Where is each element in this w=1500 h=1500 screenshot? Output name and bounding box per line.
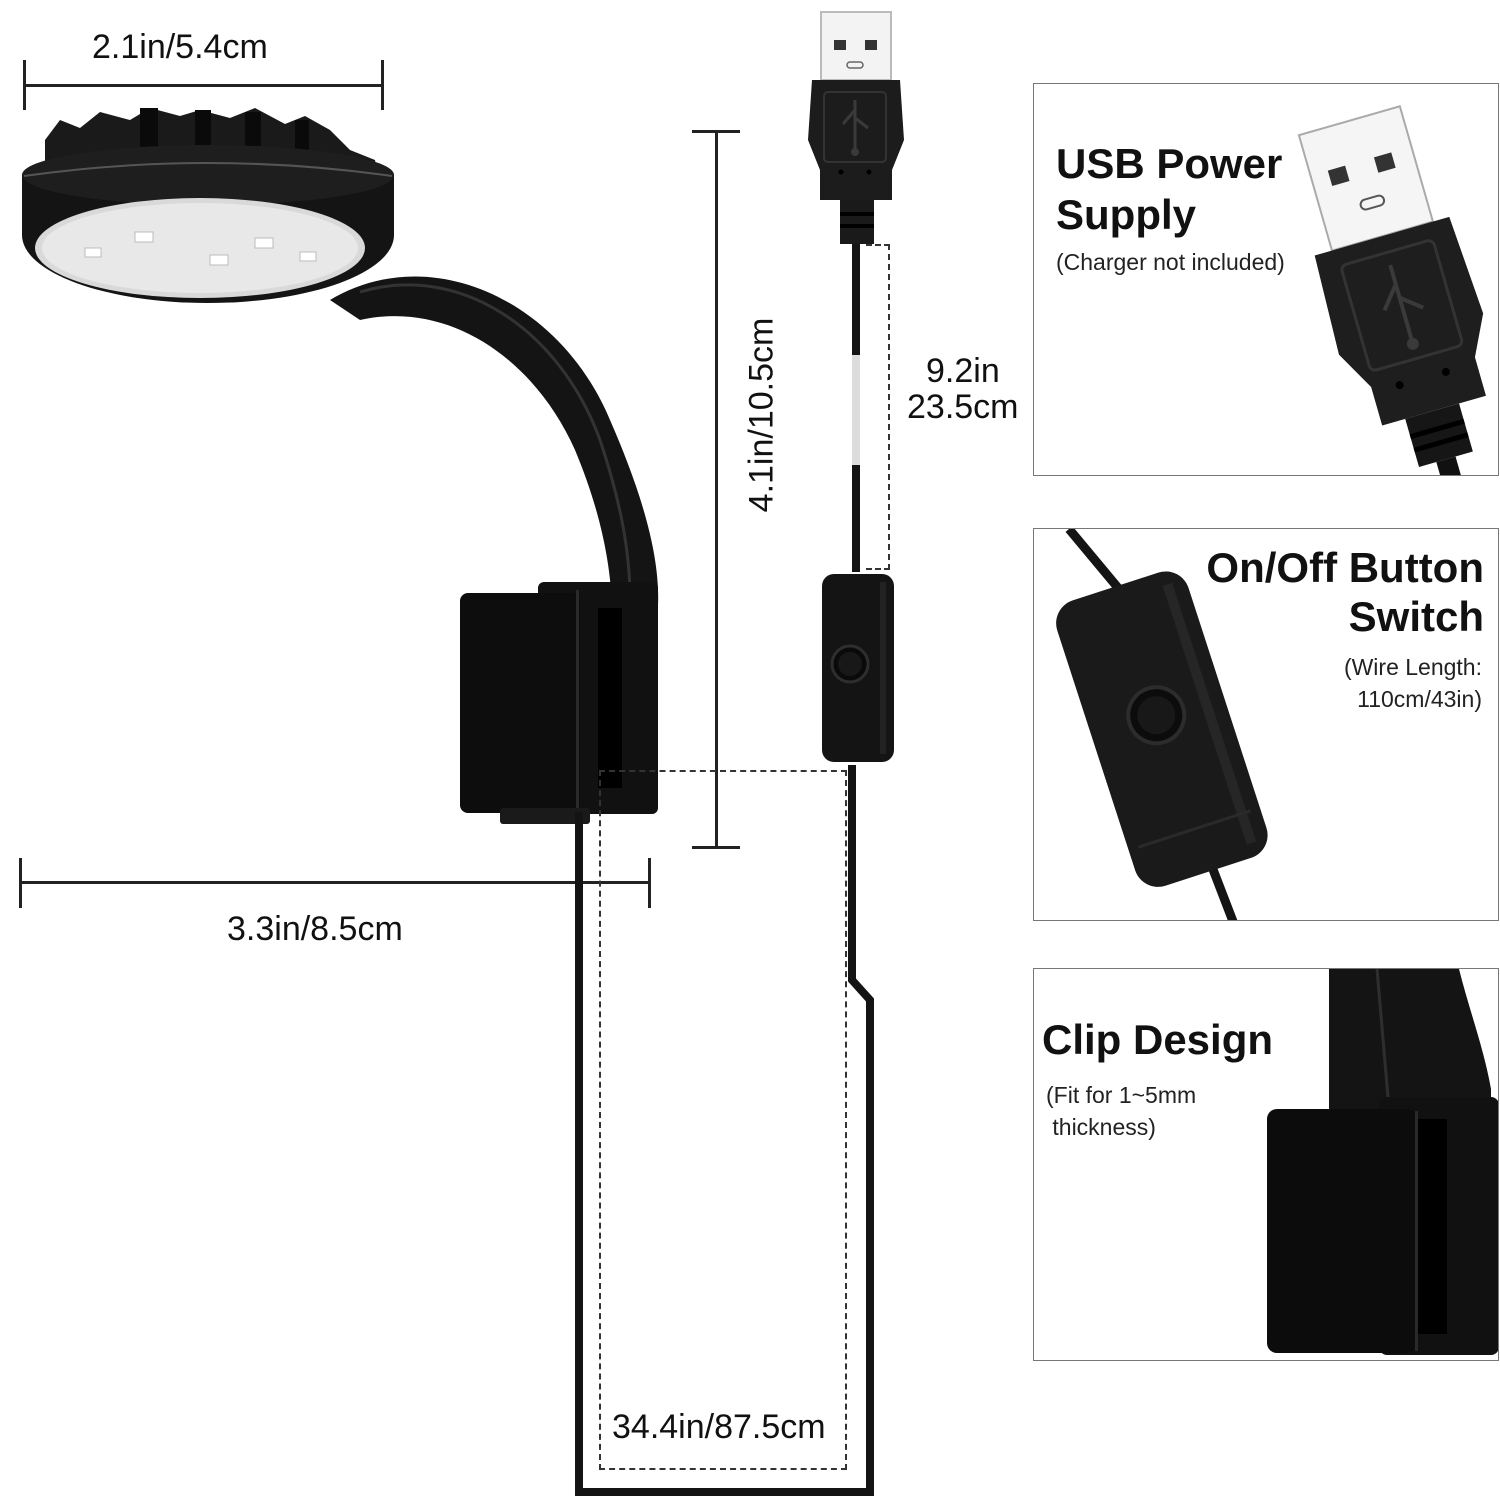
short-cable-label-cm: 23.5cm bbox=[907, 388, 1019, 426]
head-width-label: 2.1in/5.4cm bbox=[92, 28, 268, 66]
switch-panel-subtitle-line1: (Wire Length: bbox=[1343, 654, 1482, 680]
usb-plug-icon bbox=[1297, 105, 1486, 475]
usb-panel-title-line1: USB Power bbox=[1056, 140, 1283, 187]
usb-panel-title-line2: Supply bbox=[1056, 191, 1197, 238]
clip-panel-title: Clip Design bbox=[1042, 1016, 1274, 1063]
clip-panel-subtitle-line1: (Fit for 1~5mm bbox=[1046, 1082, 1197, 1108]
switch-panel-title-line2: Switch bbox=[1348, 593, 1484, 640]
long-cable-measure-box bbox=[599, 770, 847, 1470]
switch-panel-subtitle-line2: 110cm/43in) bbox=[1357, 686, 1482, 712]
inline-switch-icon[interactable] bbox=[812, 568, 902, 768]
short-cable-label-inches: 9.2in bbox=[926, 352, 1000, 390]
clip-panel-subtitle-line2: thickness) bbox=[1046, 1114, 1156, 1140]
usb-plug-icon bbox=[808, 11, 904, 244]
lamp-icon bbox=[22, 108, 659, 824]
usb-power-panel: USB Power Supply (Charger not included) bbox=[1033, 83, 1499, 476]
depth-label: 3.3in/8.5cm bbox=[227, 910, 403, 948]
clip-panel: Clip Design (Fit for 1~5mm thickness) bbox=[1033, 968, 1499, 1361]
short-cable-measure-box bbox=[866, 244, 890, 570]
usb-panel-subtitle: (Charger not included) bbox=[1056, 249, 1285, 275]
inline-switch-icon bbox=[1056, 529, 1268, 920]
switch-panel: On/Off Button Switch (Wire Length: 110cm… bbox=[1033, 528, 1499, 921]
long-cable-label: 34.4in/87.5cm bbox=[612, 1408, 826, 1446]
switch-panel-title-line1: On/Off Button bbox=[1206, 544, 1484, 591]
clip-icon bbox=[1267, 969, 1498, 1355]
